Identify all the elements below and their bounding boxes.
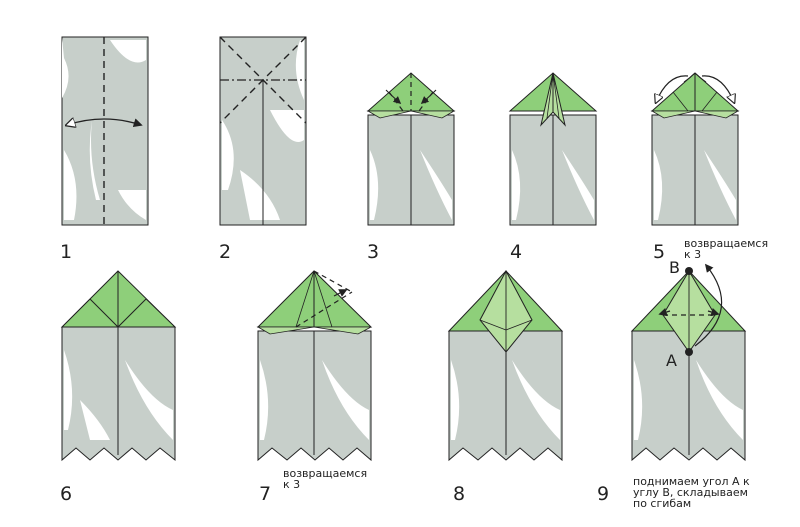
step-8-diagram [447, 269, 564, 462]
step-number: 8 [453, 483, 466, 505]
step-9-diagram [630, 263, 747, 462]
step-9-note: поднимаем угол А к углу В, складываем по… [633, 476, 750, 509]
step-6-diagram [60, 270, 177, 462]
note-line: поднимаем угол А к [633, 475, 750, 488]
step-number: 9 [597, 483, 610, 505]
step-number: 6 [60, 483, 73, 505]
step-5-diagram [650, 72, 740, 226]
step-3-diagram [366, 72, 456, 226]
note-line: углу В, складываем [633, 486, 748, 499]
step-5-note: возвращаемся к 3 [684, 238, 768, 260]
point-b-label: B [669, 258, 680, 277]
step-number: 4 [510, 241, 523, 263]
step-7-note: возвращаемся к 3 [283, 468, 367, 490]
note-line: к 3 [684, 248, 702, 261]
step-4-diagram [508, 72, 598, 226]
step-1-diagram [61, 36, 149, 226]
step-number: 5 [653, 241, 666, 263]
point-a-label: A [666, 351, 677, 370]
note-line: возвращаемся [283, 467, 368, 480]
step-number: 1 [60, 241, 73, 263]
note-line: по сгибам [633, 497, 692, 510]
step-number: 2 [219, 241, 232, 263]
step-number: 7 [259, 483, 272, 505]
step-7-diagram [256, 270, 373, 462]
note-line: к 3 [283, 478, 301, 491]
note-line: возвращаемся [684, 237, 769, 250]
step-2-diagram [219, 36, 307, 226]
step-number: 3 [367, 241, 380, 263]
